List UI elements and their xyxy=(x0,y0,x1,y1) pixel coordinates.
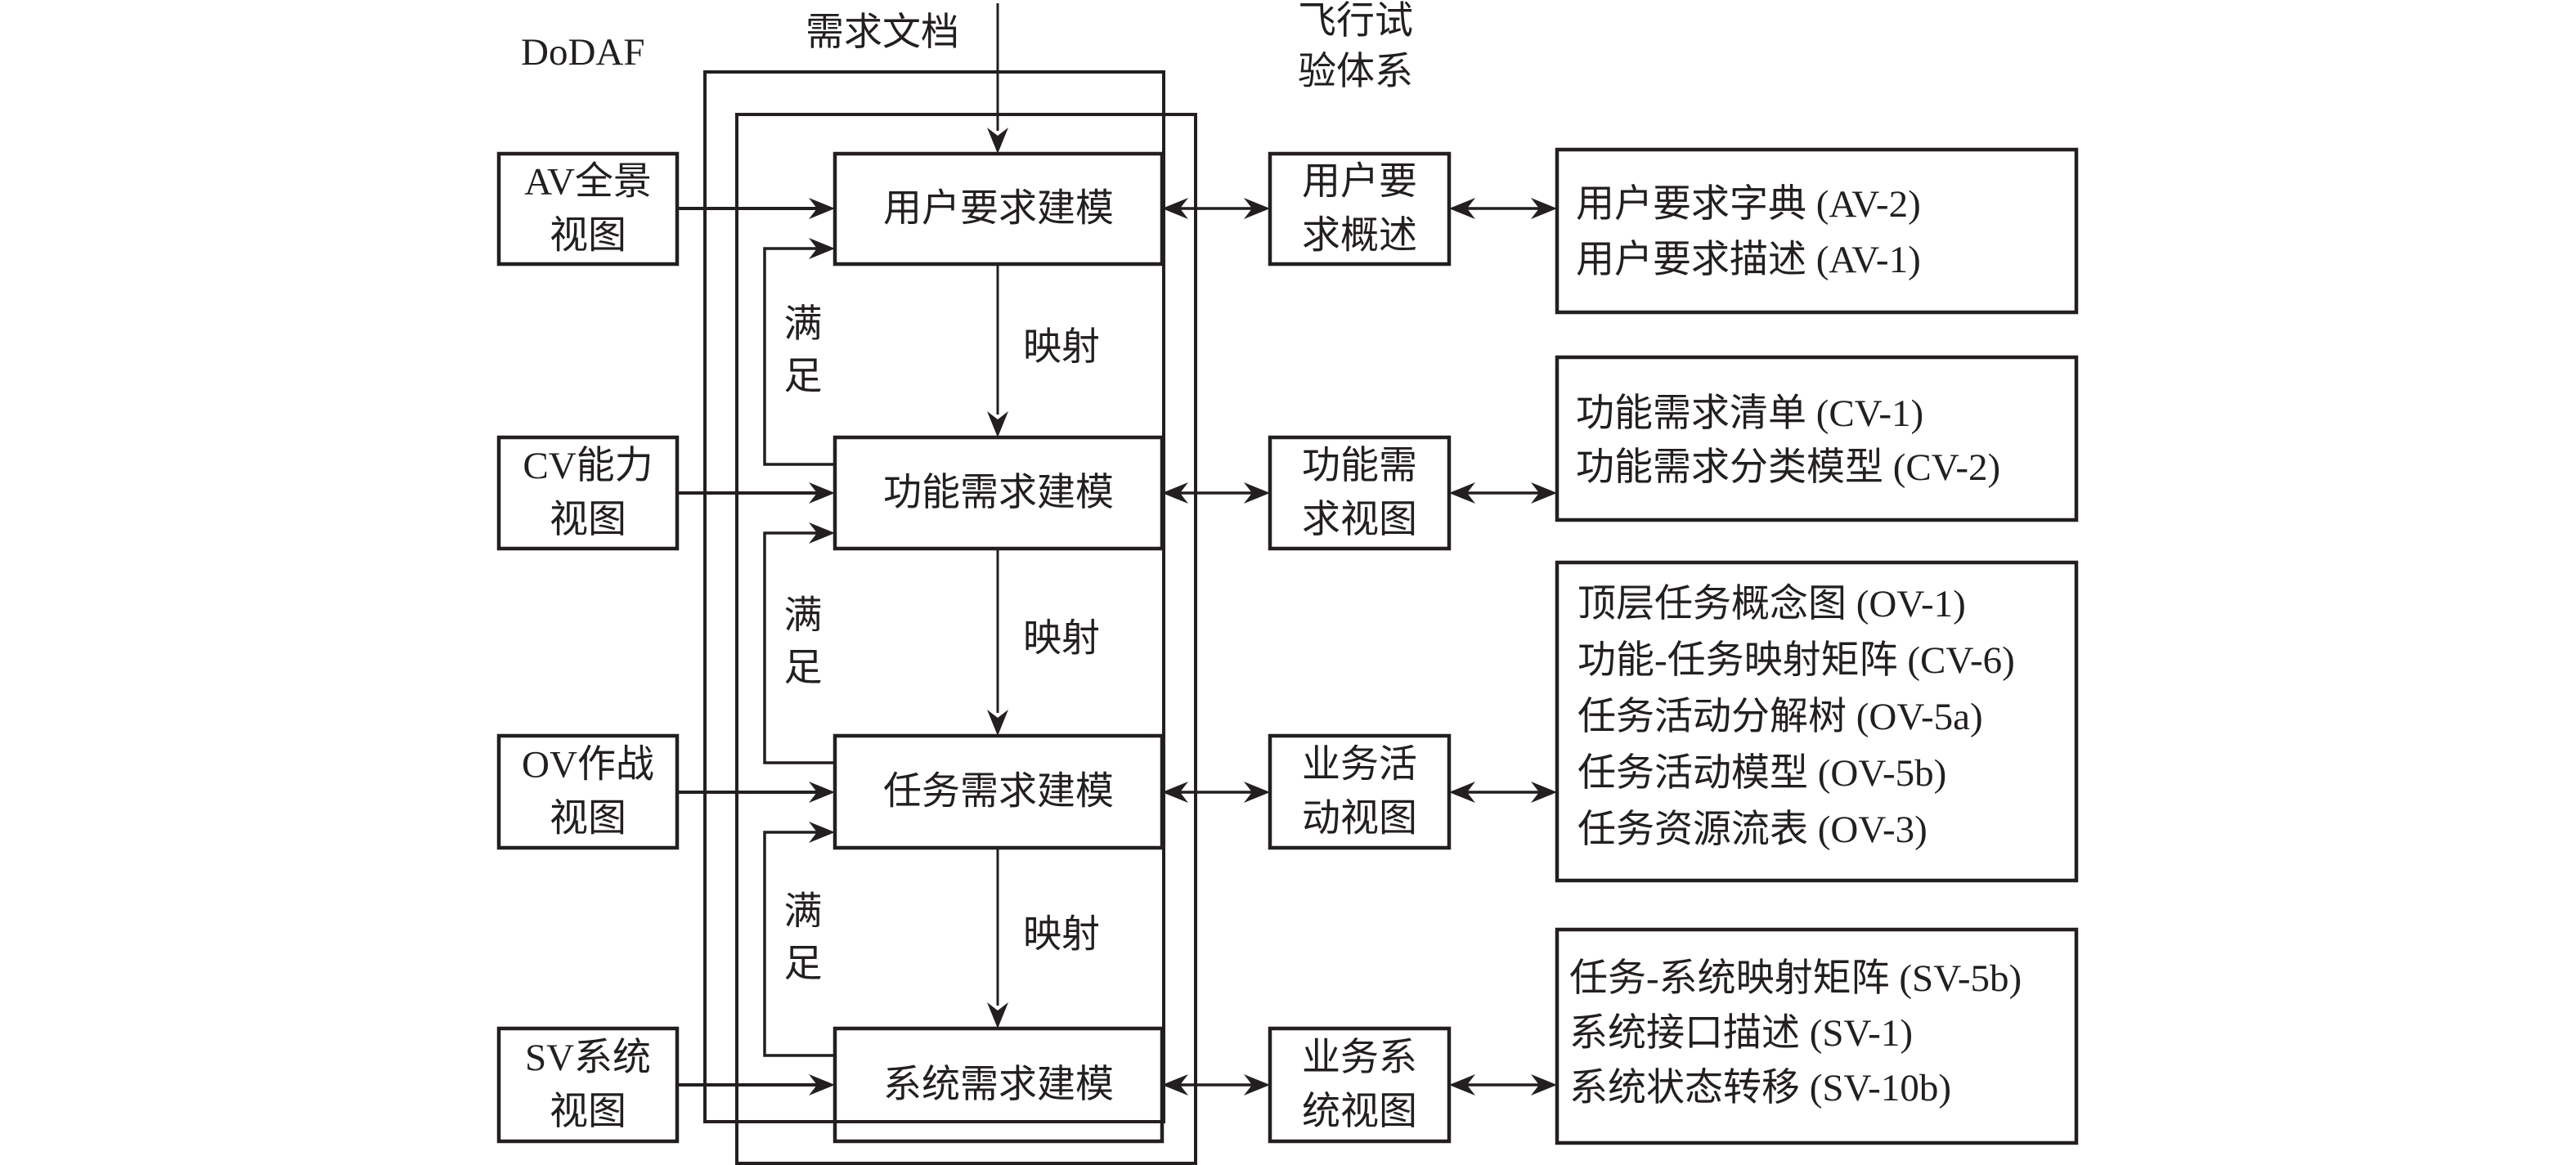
view-label-line1: CV能力 xyxy=(523,445,653,487)
arrowhead-left-icon xyxy=(1449,198,1475,219)
product-label-line1: 业务活 xyxy=(1302,744,1417,786)
artifact-item: 系统接口描述 (SV-1) xyxy=(1569,1012,1913,1055)
product-box-sv xyxy=(1268,1026,1452,1144)
product-label-line1: 功能需 xyxy=(1302,445,1417,487)
arrowhead-down-icon xyxy=(987,1002,1008,1028)
requirements-doc-label: 需求文档 xyxy=(806,11,959,54)
satisfy-label-line1: 满 xyxy=(784,595,823,638)
view-label-line1: AV全景 xyxy=(524,161,652,204)
view-box-av xyxy=(496,151,680,267)
dodaf-label: DoDAF xyxy=(521,31,644,74)
product-label-line1: 用户要 xyxy=(1302,161,1417,204)
flight-test-frame xyxy=(735,113,1197,1165)
arrowhead-down-icon xyxy=(987,411,1008,437)
view-label-line2: 视图 xyxy=(550,215,626,258)
satisfy-label-line2: 足 xyxy=(784,943,823,986)
satisfy-feedback-line xyxy=(763,247,835,466)
flight-test-label-line1: 飞行试 xyxy=(1298,0,1413,43)
flight-test-label-line2: 验体系 xyxy=(1298,51,1413,93)
artifact-item: 任务-系统映射矩阵 (SV-5b) xyxy=(1569,957,2022,1000)
model-box-cv xyxy=(832,435,1165,551)
view-label-line2: 视图 xyxy=(550,798,626,840)
arrowhead-left-icon xyxy=(1162,198,1188,219)
model-label: 系统需求建模 xyxy=(883,1064,1114,1106)
mapping-label: 映射 xyxy=(1023,326,1100,369)
arrowhead-left-icon xyxy=(1162,482,1188,504)
artifact-box-av xyxy=(1555,147,2079,315)
mapping-label: 映射 xyxy=(1023,618,1100,661)
product-label-line2: 求概述 xyxy=(1302,215,1417,258)
artifact-box-ov xyxy=(1555,560,2079,883)
model-label: 用户要求建模 xyxy=(883,188,1114,231)
arrowhead-right-icon xyxy=(809,198,835,219)
artifact-item: 任务活动模型 (OV-5b) xyxy=(1577,752,1946,795)
product-label-line2: 统视图 xyxy=(1302,1091,1417,1133)
arrowhead-left-icon xyxy=(1162,782,1188,803)
arrowhead-left-icon xyxy=(1449,1074,1475,1096)
arrowhead-right-icon xyxy=(1531,482,1557,504)
arrowhead-right-icon xyxy=(1531,782,1557,803)
arrowhead-right-icon xyxy=(1531,1074,1557,1096)
arrowhead-right-icon xyxy=(1244,1074,1270,1096)
product-box-av xyxy=(1268,151,1452,267)
artifact-item: 任务资源流表 (OV-3) xyxy=(1577,809,1928,851)
arrowhead-right-icon xyxy=(1244,482,1270,504)
arrowhead-right-icon xyxy=(809,1074,835,1096)
artifact-item: 顶层任务概念图 (OV-1) xyxy=(1577,583,1966,625)
artifact-item: 功能需求清单 (CV-1) xyxy=(1576,392,1923,435)
arrowhead-right-icon xyxy=(809,522,835,544)
model-label: 任务需求建模 xyxy=(883,771,1114,813)
arrowhead-right-icon xyxy=(809,782,835,803)
arrowhead-left-icon xyxy=(1162,1074,1188,1096)
arrowhead-right-icon xyxy=(1244,198,1270,219)
arrowhead-right-icon xyxy=(809,238,835,259)
view-label-line1: SV系统 xyxy=(525,1037,651,1079)
artifact-item: 功能-任务映射矩阵 (CV-6) xyxy=(1577,639,2015,682)
mapping-label: 映射 xyxy=(1023,914,1100,957)
artifact-item: 用户要求字典 (AV-2) xyxy=(1576,183,1921,226)
satisfy-label-line1: 满 xyxy=(784,303,823,346)
product-label-line2: 动视图 xyxy=(1302,798,1417,840)
artifact-box-cv xyxy=(1555,355,2079,522)
product-box-cv xyxy=(1268,435,1452,551)
satisfy-feedback-line xyxy=(763,531,835,764)
artifact-box-sv xyxy=(1555,927,2079,1145)
product-label-line2: 求视图 xyxy=(1302,499,1417,541)
arrowhead-down-icon xyxy=(987,128,1008,154)
view-box-ov xyxy=(496,733,680,850)
artifact-item: 用户要求描述 (AV-1) xyxy=(1576,239,1921,281)
artifact-item: 系统状态转移 (SV-10b) xyxy=(1569,1067,1951,1109)
artifact-item: 任务活动分解树 (OV-5a) xyxy=(1577,696,1983,738)
model-label: 功能需求建模 xyxy=(883,472,1114,514)
arrowhead-right-icon xyxy=(1244,782,1270,803)
arrowhead-down-icon xyxy=(987,710,1008,736)
arrowhead-right-icon xyxy=(1531,198,1557,219)
view-label-line1: OV作战 xyxy=(522,744,654,786)
satisfy-label-line1: 满 xyxy=(784,891,823,934)
product-label-line1: 业务系 xyxy=(1302,1037,1417,1079)
view-label-line2: 视图 xyxy=(550,1091,626,1133)
product-box-ov xyxy=(1268,733,1452,850)
artifact-item: 功能需求分类模型 (CV-2) xyxy=(1576,446,2000,489)
arrowhead-right-icon xyxy=(809,822,835,843)
view-label-line2: 视图 xyxy=(550,499,626,541)
view-box-cv xyxy=(496,435,680,551)
arrowhead-left-icon xyxy=(1449,782,1475,803)
arrowhead-left-icon xyxy=(1449,482,1475,504)
satisfy-feedback-line xyxy=(763,831,835,1057)
view-box-sv xyxy=(496,1026,680,1144)
satisfy-label-line2: 足 xyxy=(784,356,823,398)
arrowhead-right-icon xyxy=(809,482,835,504)
satisfy-label-line2: 足 xyxy=(784,647,823,690)
